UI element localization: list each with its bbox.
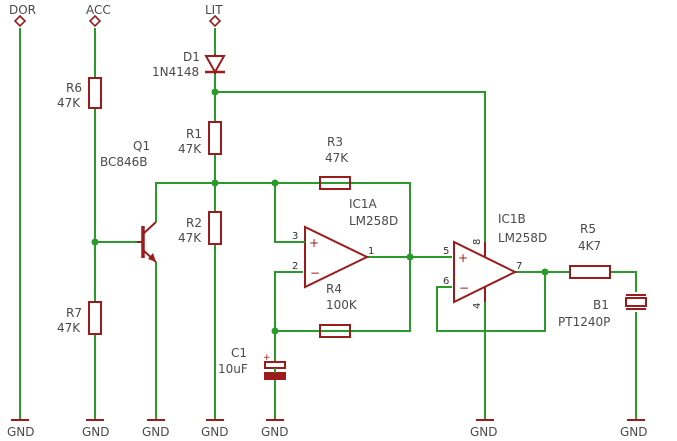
c1-capacitor: + [263,353,286,380]
r5-name: R5 [580,222,596,236]
ic1b-name: IC1B [498,212,526,226]
ic1b-pin-5: 5 [443,246,449,257]
ic1a-pin-3: 3 [292,231,298,242]
r3-value: 47K [325,151,349,165]
ic1a-name: IC1A [349,197,378,211]
lit-supply-symbol [208,14,222,28]
r1-value: 47K [178,142,202,156]
r1-resistor [208,121,222,155]
r6-name: R6 [66,81,82,95]
ic1a-plus-sign: + [309,236,319,250]
ic1b-opamp: + − [453,240,518,304]
ic1b-minus-sign: − [459,281,469,295]
d1-diode [204,54,226,75]
r7-value: 47K [57,321,81,335]
r5-resistor [569,265,611,279]
r6-value: 47K [57,96,81,110]
gnd-label-ic1b: GND [470,425,498,439]
d1-value: 1N4148 [152,65,199,79]
r2-value: 47K [178,231,202,245]
b1-buzzer [625,294,647,310]
lit-net-label: LIT [205,3,223,17]
gnd-label-q1: GND [142,425,170,439]
r1-name: R1 [186,127,202,141]
ic1a-pin-2: 2 [292,261,298,272]
gnd-label-dor: GND [7,425,35,439]
r4-value: 100K [326,298,358,312]
ic1a-pin-1: 1 [368,246,374,257]
dor-net-label: DOR [9,3,36,17]
ic1a-opamp: + − [303,225,370,289]
c1-polarity-mark: + [263,353,271,363]
b1-name: B1 [593,298,609,312]
ic1b-pin-8: 8 [472,239,483,245]
r3-resistor [319,176,351,190]
r2-resistor [208,211,222,245]
q1-value: BC846B [100,155,148,169]
gnd-label-acc: GND [82,425,110,439]
ic1b-pin-7: 7 [516,261,522,272]
d1-name: D1 [183,50,200,64]
r7-resistor [88,301,102,335]
q1-name: Q1 [133,139,150,153]
r2-name: R2 [186,216,202,230]
r7-name: R7 [66,306,82,320]
r5-value: 4K7 [578,239,601,253]
ic1a-minus-sign: − [310,266,320,280]
r6-resistor [88,77,102,109]
ic1a-value: LM258D [349,214,398,228]
junctions [91,88,549,335]
b1-value: PT1240P [558,315,610,329]
acc-net-label: ACC [86,3,111,17]
r4-resistor [319,324,351,338]
ic1b-value: LM258D [498,231,547,245]
gnd-label-b1: GND [620,425,648,439]
r4-name: R4 [326,282,342,296]
q1-transistor [137,221,157,263]
gnd-label-c1: GND [261,425,289,439]
dor-supply-symbol [13,14,27,28]
ic1b-pin-6: 6 [443,276,449,287]
ic1b-pin-4: 4 [472,303,483,309]
ic1b-plus-sign: + [458,251,468,265]
gnd-label-lit: GND [201,425,229,439]
r3-name: R3 [327,135,343,149]
c1-value: 10uF [218,362,248,376]
c1-name: C1 [231,346,247,360]
wires [19,28,637,420]
acc-supply-symbol [88,14,102,28]
